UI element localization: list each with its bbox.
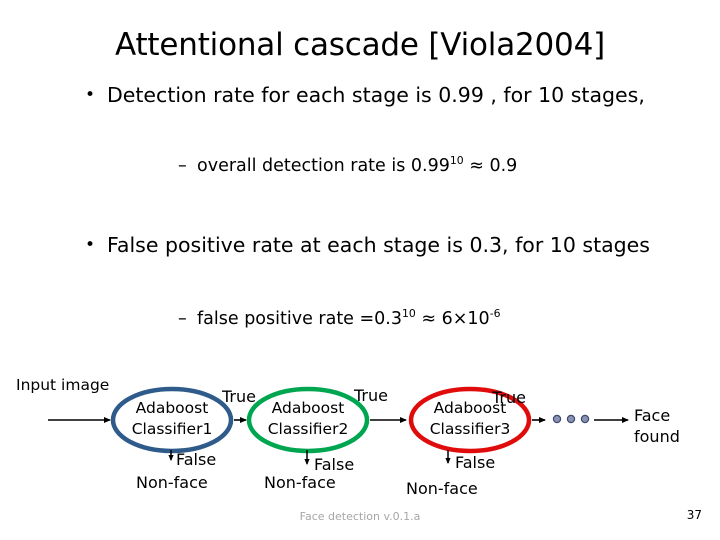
input-image-label: Input image [16, 376, 110, 394]
face-found-line2: found [634, 427, 680, 446]
sub-bullet-overall-detection-rate-text: overall detection rate is 0.9910 ≈ 0.9 [197, 155, 517, 178]
sub-bullet-marker: – [178, 309, 187, 329]
edge-label-true-stage1: True [222, 387, 256, 406]
edge-label-false-stage1: False [176, 450, 217, 469]
classifier-3-line1: Adaboost [433, 399, 507, 417]
sub-bullet-suffix: ≈ 0.9 [463, 156, 518, 176]
reject-label-stage3: Non-face [406, 479, 478, 498]
ellipse-classifier-3 [408, 386, 532, 454]
page-number: 37 [686, 508, 702, 522]
classifier-1-label: Adaboost Classifier1 [122, 398, 222, 440]
classifier-1-line2: Classifier1 [131, 420, 213, 438]
ellipsis-dot-2 [566, 414, 576, 424]
sub-bullet-false-positive-rate-text: false positive rate =0.310 ≈ 6×10-6 [197, 308, 501, 331]
classifier-2-label: Adaboost Classifier2 [258, 398, 358, 440]
cascade-diagram [0, 368, 720, 508]
sub-bullet-overall-detection-rate: – overall detection rate is 0.9910 ≈ 0.9 [178, 155, 517, 178]
sub-bullet-false-positive-rate: – false positive rate =0.310 ≈ 6×10-6 [178, 308, 501, 331]
face-found-label: Face found [634, 405, 680, 447]
ellipse-classifier-1 [110, 386, 234, 454]
classifier-3-label: Adaboost Classifier3 [420, 398, 520, 440]
reject-label-stage2: Non-face [264, 473, 336, 492]
classifier-3-line2: Classifier3 [429, 420, 511, 438]
sub-bullet-marker: – [178, 156, 187, 176]
ellipsis-dot-3 [580, 414, 590, 424]
sub-bullet-prefix: false positive rate =0.3 [197, 309, 403, 329]
reject-label-stage1: Non-face [136, 473, 208, 492]
bullet-marker: • [85, 235, 96, 255]
classifier-1-line1: Adaboost [135, 399, 209, 417]
sub-bullet-mid: ≈ 6×10 [415, 309, 490, 329]
bullet-detection-rate: • Detection rate for each stage is 0.99 … [85, 82, 660, 108]
sub-bullet-exponent: 10 [402, 307, 416, 321]
sub-bullet-prefix: overall detection rate is 0.99 [197, 156, 450, 176]
ellipse-classifier-2 [246, 386, 370, 454]
footer-caption: Face detection v.0.1.a [299, 510, 421, 523]
face-found-line1: Face [634, 406, 671, 425]
sub-bullet-exponent-2: -6 [489, 307, 501, 321]
bullet-false-positive-rate-text: False positive rate at each stage is 0.3… [107, 233, 650, 257]
ellipsis-dot-1 [552, 414, 562, 424]
bullet-detection-rate-text: Detection rate for each stage is 0.99 , … [107, 83, 645, 107]
page-title: Attentional cascade [Viola2004] [115, 27, 605, 63]
bullet-false-positive-rate: • False positive rate at each stage is 0… [85, 232, 660, 258]
classifier-2-line2: Classifier2 [267, 420, 349, 438]
edge-label-true-stage2: True [354, 386, 388, 405]
bullet-marker: • [85, 85, 96, 105]
classifier-2-line1: Adaboost [271, 399, 345, 417]
edge-label-false-stage2: False [314, 455, 355, 474]
edge-label-false-stage3: False [455, 453, 496, 472]
edge-label-true-stage3: True [492, 388, 526, 407]
sub-bullet-exponent: 10 [449, 154, 464, 168]
